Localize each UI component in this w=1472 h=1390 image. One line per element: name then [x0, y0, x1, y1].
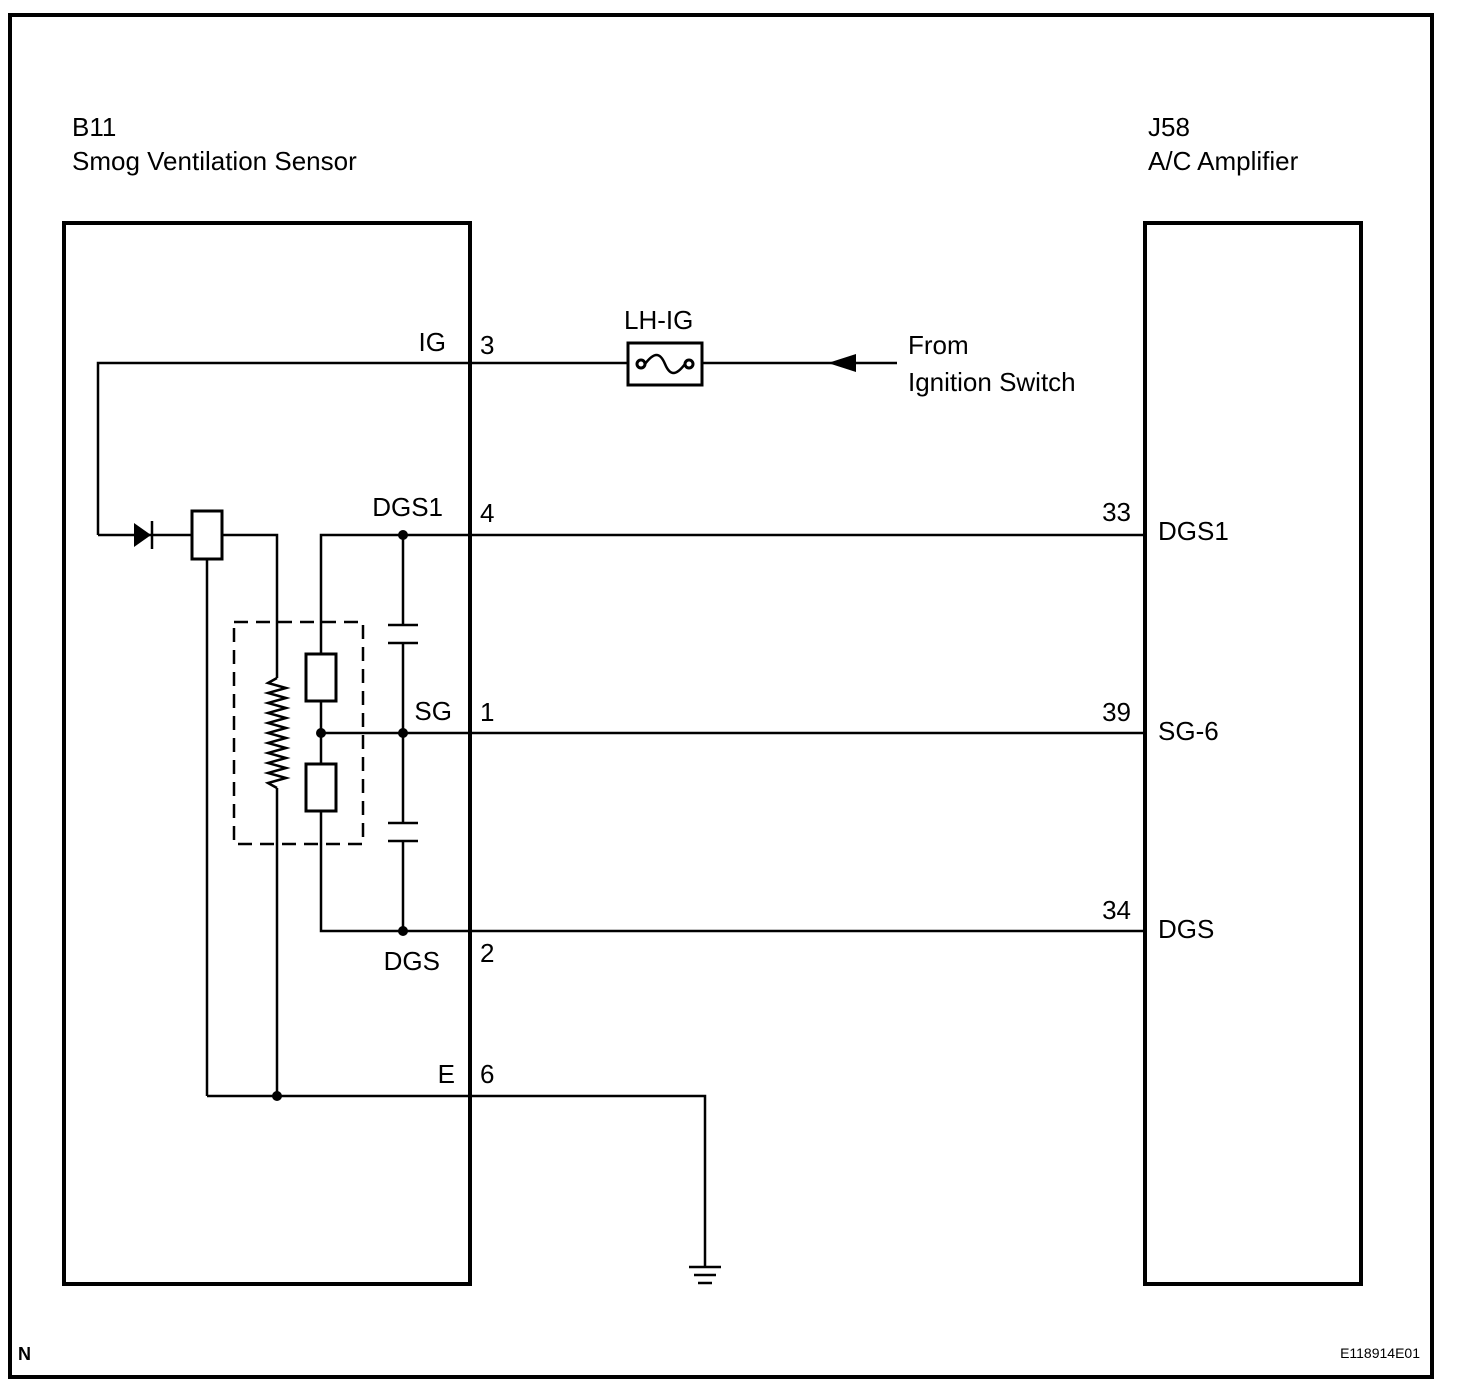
pin-number: 34 — [1102, 895, 1131, 925]
sensor-name: Smog Ventilation Sensor — [72, 146, 357, 176]
amplifier-code: J58 — [1148, 112, 1190, 142]
ground-wire — [207, 1094, 707, 1267]
source-line1: From — [908, 330, 969, 360]
terminal-name-sg: SG — [414, 696, 452, 726]
pin-number: 39 — [1102, 697, 1131, 727]
terminal-name-dgs1: DGS1 — [1158, 516, 1229, 546]
pin-number: 6 — [480, 1059, 494, 1089]
ig-wire — [96, 361, 628, 535]
terminal-name-ig: IG — [419, 327, 446, 357]
terminal-name-dgs: DGS — [384, 946, 440, 976]
sensing-resistor-icon — [304, 533, 403, 933]
amplifier-box — [1143, 221, 1363, 1286]
fuse-label: LH-IG — [624, 305, 693, 335]
diagram-frame — [8, 13, 1434, 1379]
terminal-name-e: E — [438, 1059, 455, 1089]
ground-icon — [689, 1265, 721, 1285]
arrow-left-icon — [828, 354, 856, 372]
fuse-icon — [626, 341, 704, 387]
junction-dot — [316, 728, 326, 738]
source-line2: Ignition Switch — [908, 367, 1076, 397]
footer-left-mark: N — [18, 1344, 31, 1364]
amplifier-name: A/C Amplifier — [1148, 146, 1299, 176]
sensor-box — [62, 221, 472, 1286]
terminal-name-dgs: DGS — [1158, 914, 1214, 944]
pin-number: 3 — [480, 330, 494, 360]
diode-icon — [98, 521, 192, 549]
terminal-name-sg6: SG-6 — [1158, 716, 1219, 746]
sensor-code: B11 — [72, 112, 116, 142]
pin-number: 2 — [480, 938, 494, 968]
pin-number: 33 — [1102, 497, 1131, 527]
pin-number: 4 — [480, 498, 494, 528]
heater-element-icon — [190, 509, 291, 1096]
pin-number: 1 — [480, 697, 494, 727]
terminal-name-dgs1: DGS1 — [372, 492, 443, 522]
figure-id: E118914E01 — [1340, 1345, 1420, 1361]
